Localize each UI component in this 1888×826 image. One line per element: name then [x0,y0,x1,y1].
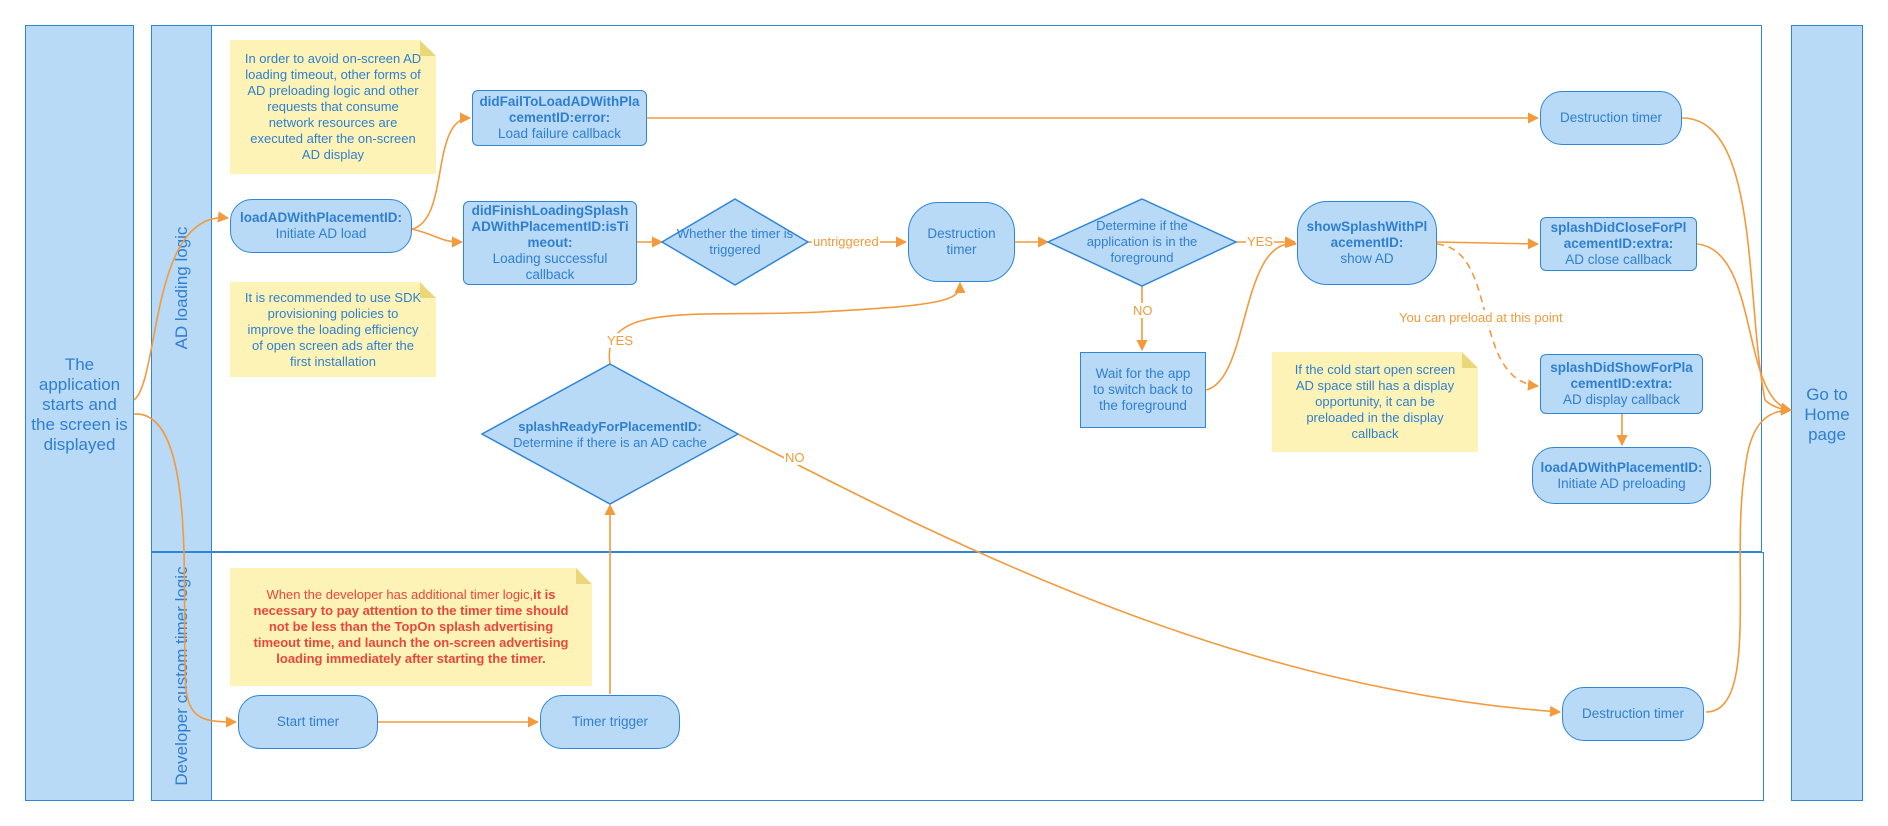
edge-label-yes-foreground: YES [1246,234,1275,249]
node-show-callback[interactable]: splashDidShowForPlacementID:extra: AD di… [1540,354,1703,414]
edge-label-untriggered: untriggered [812,234,880,249]
node-destruction-timer-top[interactable]: Destruction timer [1540,91,1682,145]
node-destruction-timer-bottom[interactable]: Destruction timer [1562,687,1704,741]
edge-load-to-finish [411,228,464,248]
note-cold-start-text: If the cold start open screen AD space s… [1294,362,1456,441]
node-close-callback-desc: AD close callback [1565,252,1672,267]
node-preload-desc: Initiate AD preloading [1557,475,1686,491]
node-finish-load[interactable]: didFinishLoadingSplashADWithPlacementID:… [463,201,637,285]
node-start-timer[interactable]: Start timer [238,695,378,749]
lane-home [1791,25,1863,801]
note-developer-warning-bold: it is necessary to pay attention to the … [253,587,569,666]
node-show-splash[interactable]: showSplashWithPlacementID: show AD [1297,201,1437,285]
edge-destruction-bottom-to-home [1705,404,1793,713]
edge-destruction-top-to-home [1681,117,1793,416]
node-show-splash-method: showSplashWithPlacementID: [1306,219,1428,250]
edge-start-to-load [133,211,230,401]
node-load-ad-method: loadADWithPlacementID: [240,210,402,225]
decision-splash-ready-shape [480,363,740,505]
edge-wait-to-show [1205,237,1298,391]
note-sdk-policy-text: It is recommended to use SDK provisionin… [244,289,422,369]
node-fail-load-method: didFailToLoadADWithPlacementID:error: [479,94,640,125]
note-avoid-timeout-text: In order to avoid on-screen AD loading t… [244,51,422,162]
node-show-callback-desc: AD display callback [1562,392,1681,407]
node-destruction-timer-mid[interactable]: Destruction timer [908,202,1015,282]
node-preload-method: loadADWithPlacementID: [1540,459,1703,475]
note-sdk-policy: It is recommended to use SDK provisionin… [230,282,436,377]
node-fail-load-desc: Load failure callback [497,126,622,141]
edge-label-preload-hint: You can preload at this point [1398,310,1564,325]
node-show-callback-method: splashDidShowForPlacementID:extra: [1550,360,1693,391]
node-load-ad[interactable]: loadADWithPlacementID: Initiate AD load [230,199,412,253]
node-show-splash-desc: show AD [1340,251,1394,266]
note-avoid-timeout: In order to avoid on-screen AD loading t… [230,40,436,174]
lane-custom-timer-header [151,552,212,801]
node-finish-load-desc: Loading successful callback [492,251,608,282]
node-close-callback[interactable]: splashDidCloseForPlacementID:extra: AD c… [1540,217,1697,271]
edge-ready-to-destruction [608,281,966,365]
node-preload[interactable]: loadADWithPlacementID: Initiate AD prelo… [1532,447,1711,504]
edge-label-no-ready: NO [784,450,806,465]
node-wait-foreground[interactable]: Wait for the app to switch back to the f… [1080,352,1206,428]
lane-app-start-label: The application starts and the screen is… [31,355,128,454]
node-load-ad-desc: Initiate AD load [275,226,367,241]
node-close-callback-method: splashDidCloseForPlacementID:extra: [1550,220,1687,251]
lane-app-start [25,25,134,801]
edge-close-to-home [1696,243,1793,414]
node-finish-load-method: didFinishLoadingSplashADWithPlacementID:… [471,203,629,250]
note-developer-warning-text: When the developer has additional timer … [246,587,576,667]
node-fail-load[interactable]: didFailToLoadADWithPlacementID:error: Lo… [472,90,647,146]
node-timer-trigger[interactable]: Timer trigger [540,695,680,749]
decision-foreground-shape [1046,198,1238,287]
note-cold-start: If the cold start open screen AD space s… [1272,352,1478,452]
edge-label-no-foreground: NO [1132,303,1154,318]
lane-ad-loading-header [151,25,212,552]
edge-show-to-close [1436,238,1540,250]
note-developer-warning-lead: When the developer has additional timer … [266,587,534,602]
decision-timer-triggered-shape [660,198,810,286]
edge-start-to-timer [133,413,238,728]
lane-home-label: Go to Home page [1804,385,1850,444]
note-developer-warning: When the developer has additional timer … [230,568,592,686]
edge-ready-to-destruction-bottom [737,433,1562,717]
edge-label-yes-ready: YES [606,333,635,348]
edge-load-to-fail [411,112,472,230]
